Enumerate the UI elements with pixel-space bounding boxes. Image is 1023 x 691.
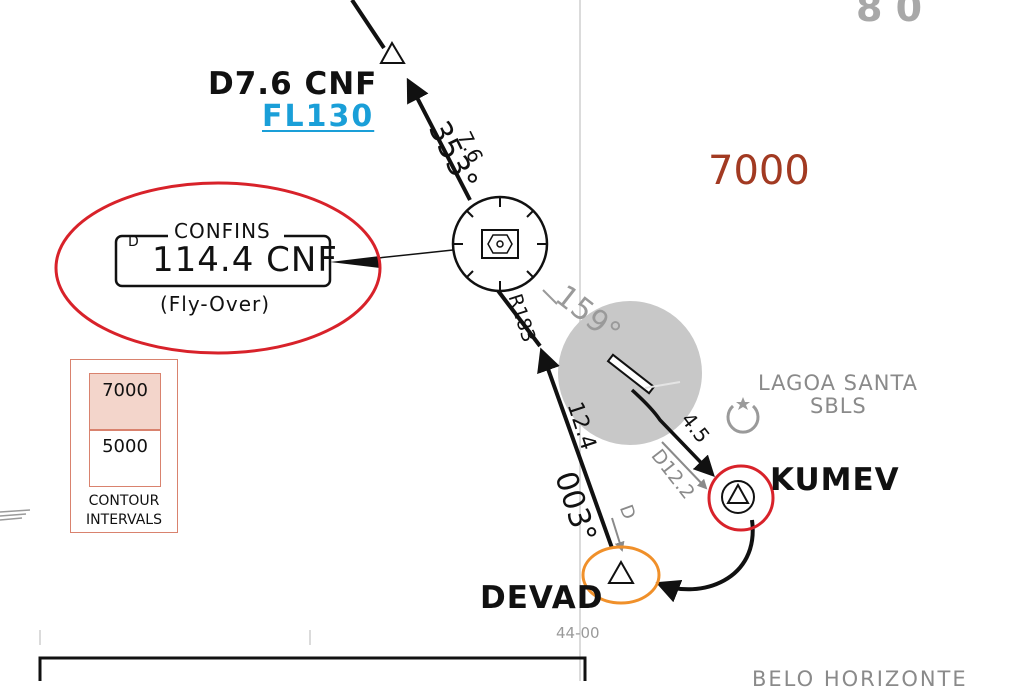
legend-lower-value: 5000: [102, 436, 148, 457]
vor-name-gap: [168, 229, 284, 243]
chart-top-number: 8 0: [856, 0, 923, 30]
leg-outbound-353: [406, 77, 472, 201]
radial-label: R183: [504, 291, 540, 345]
devad-highlight-oval: [581, 545, 661, 605]
vor-leader-line: [377, 249, 454, 259]
vor-morse-d: D: [128, 234, 139, 250]
devad-fix-triangle: [607, 559, 635, 584]
vor-box-pointer: [330, 256, 380, 268]
vor-compass-rose: [451, 195, 549, 293]
inbound-course: 003°: [547, 467, 603, 547]
leg-to-kumev: [630, 388, 715, 478]
d76-fix-name: D7.6 CNF: [208, 66, 378, 102]
airport-icao: SBLS: [810, 394, 867, 418]
leg-inbound-003: [537, 347, 614, 549]
vor-note: (Fly-Over): [160, 292, 271, 316]
mea-altitude: 7000: [708, 148, 810, 194]
edge-symbol-icon: [0, 509, 31, 521]
leg-d76-upper: [350, 0, 386, 50]
leg-hold-turn: [655, 519, 755, 603]
runway-centerline-ext: [644, 381, 681, 389]
contour-legend: 7000 5000 CONTOUR INTERVALS: [70, 359, 178, 533]
d76-fix-triangle: [379, 40, 406, 64]
vor-name: CONFINS: [174, 219, 271, 243]
vor-frequency-ident: 114.4 CNF: [152, 240, 338, 280]
kumev-fix-name: KUMEV: [770, 462, 900, 498]
devad-dme: D: [615, 502, 639, 522]
course-159-line: [542, 289, 558, 305]
kumev-highlight-circle: [707, 464, 775, 532]
vor-highlight-oval: [54, 181, 382, 355]
grid-coordinate-label: 44-00: [556, 624, 600, 642]
bottom-place-label: BELO HORIZONTE: [752, 667, 968, 691]
airport-symbol-icon: [726, 397, 760, 434]
leg-vor-radial: [494, 286, 542, 348]
devad-fix-name: DEVAD: [480, 580, 604, 616]
legend-lower-cell: 5000: [89, 429, 161, 487]
dme-arrow-devad: [611, 517, 625, 552]
legend-upper-value: 7000: [102, 380, 148, 401]
legend-caption-2: INTERVALS: [86, 512, 162, 528]
legend-upper-cell: 7000: [89, 373, 161, 431]
legend-caption-1: CONTOUR: [88, 493, 160, 509]
runway: [606, 353, 656, 395]
dme-arrow-kumev: [661, 441, 708, 490]
d76-altitude-link[interactable]: FL130: [262, 99, 375, 134]
kumev-fix-triangle: [726, 482, 750, 504]
inset-frame: [38, 656, 587, 681]
airport-name: LAGOA SANTA: [758, 371, 919, 395]
